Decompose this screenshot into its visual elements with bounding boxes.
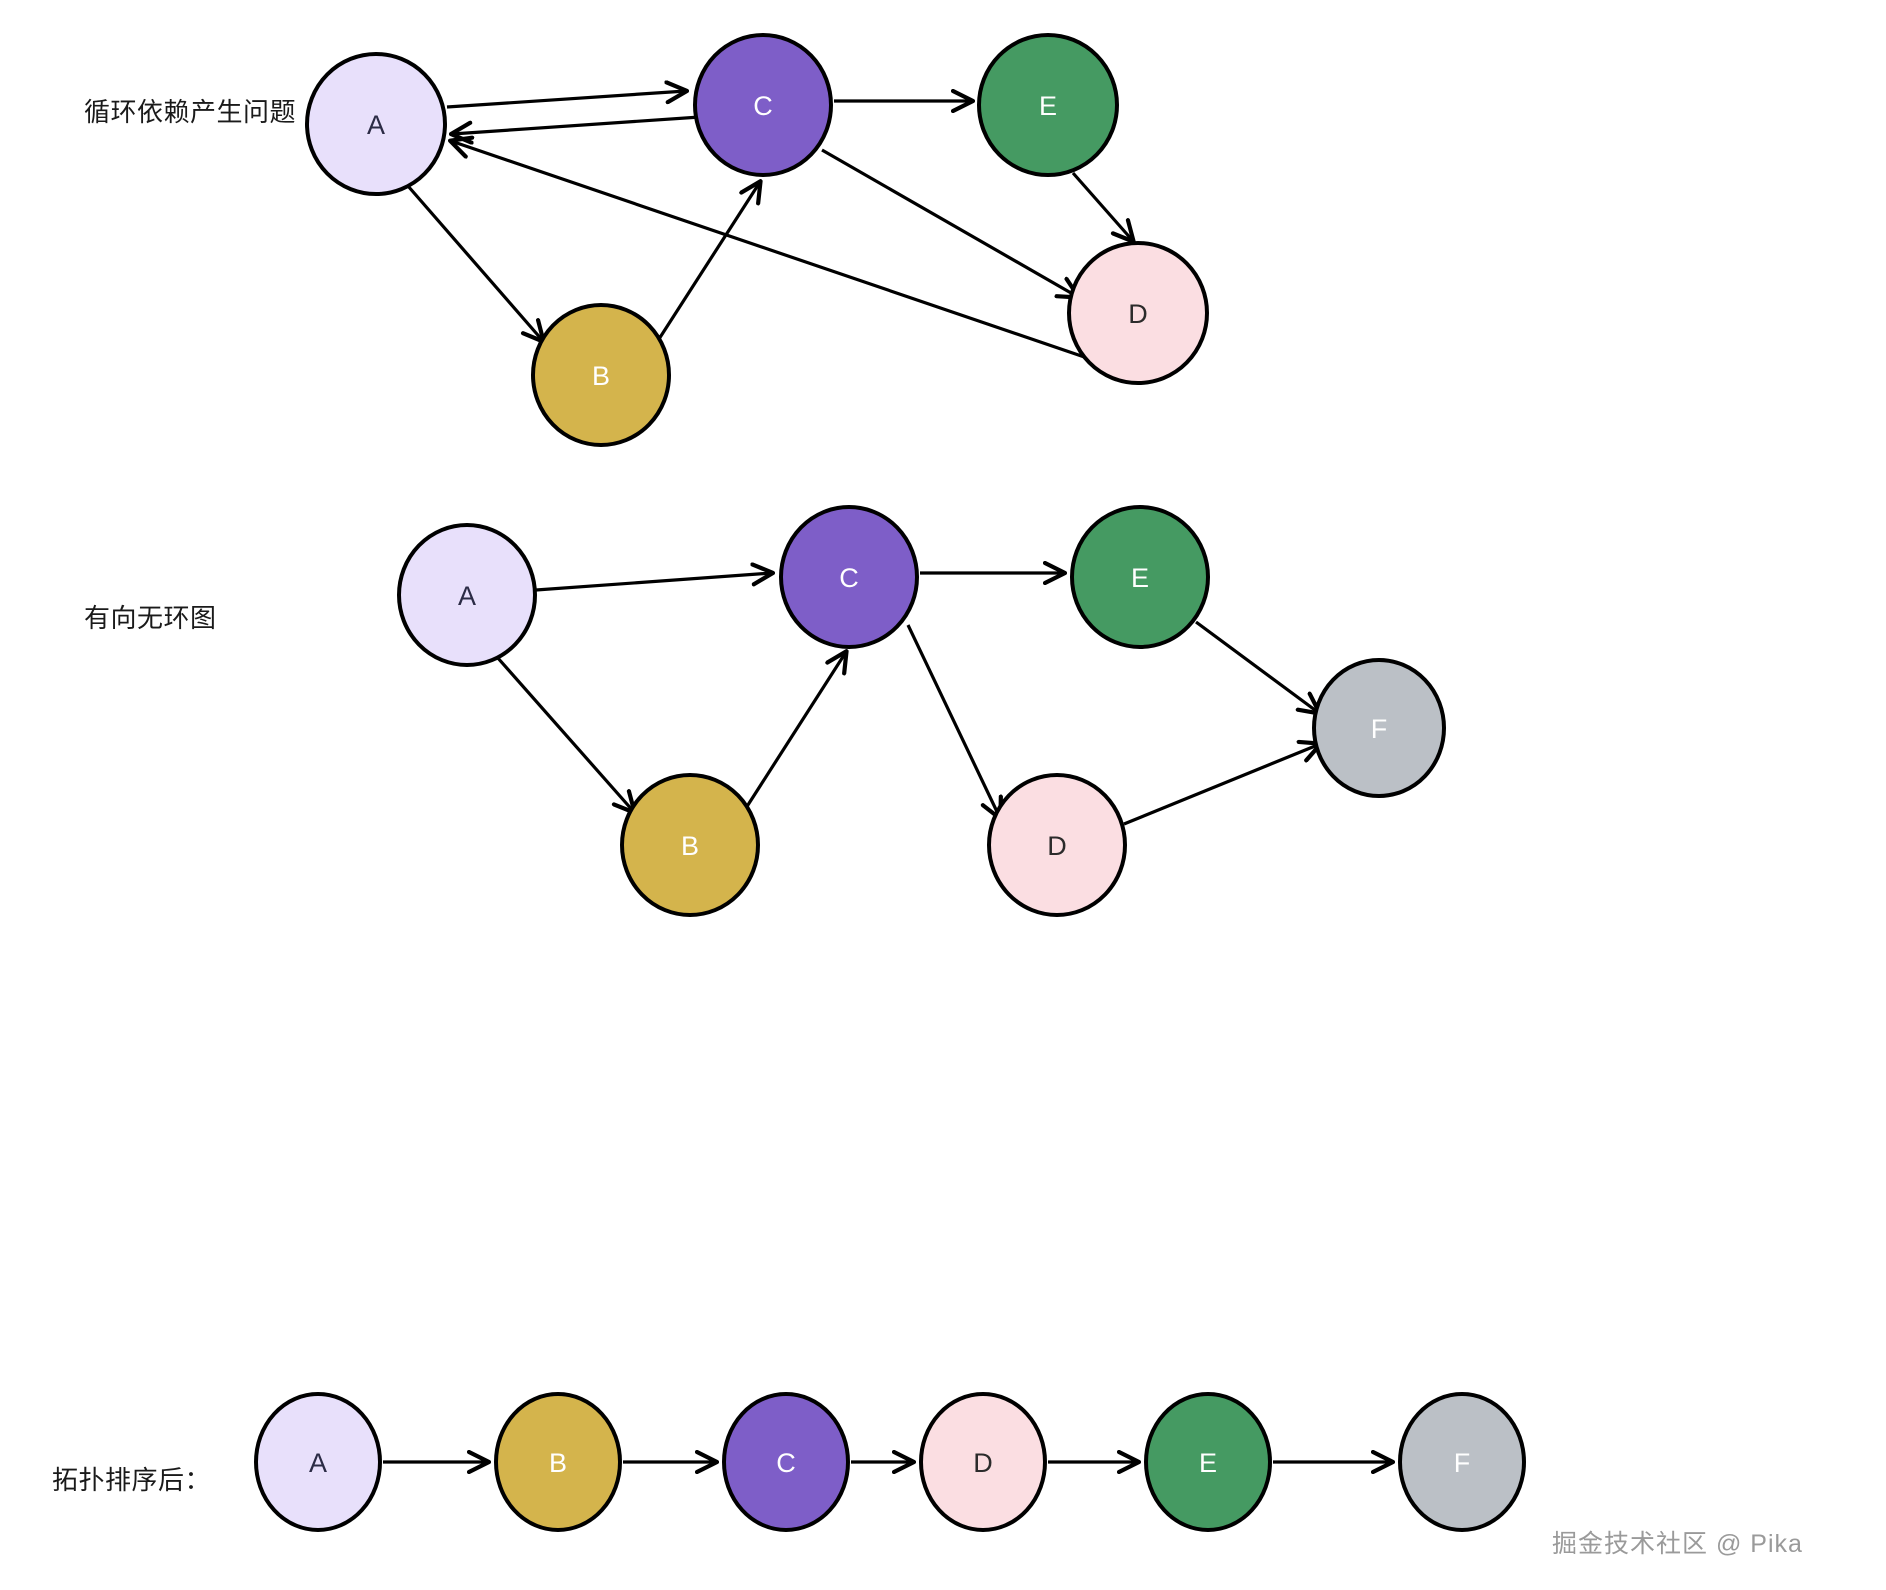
- node-label-A: A: [367, 110, 385, 140]
- watermark: 掘金技术社区 @ Pika: [1552, 1530, 1803, 1558]
- node-label-B: B: [549, 1448, 567, 1478]
- node-cyclic-C[interactable]: C: [693, 33, 833, 177]
- node-cyclic-E[interactable]: E: [977, 33, 1119, 177]
- node-circle-A[interactable]: [397, 523, 537, 667]
- edge-cyclic-C-to-A: [452, 115, 701, 134]
- node-group-dag: A C E B D F: [397, 505, 1446, 917]
- edge-dag-A-to-B: [495, 655, 634, 812]
- node-label-E: E: [1131, 563, 1149, 593]
- node-circle-A[interactable]: [305, 52, 447, 196]
- node-label-A: A: [309, 1448, 327, 1478]
- edge-group-dag: [495, 573, 1320, 826]
- node-label-B: B: [592, 361, 610, 391]
- node-sorted-E[interactable]: E: [1144, 1392, 1272, 1532]
- node-dag-A[interactable]: A: [397, 523, 537, 667]
- node-sorted-C[interactable]: C: [722, 1392, 850, 1532]
- node-dag-E[interactable]: E: [1070, 505, 1210, 649]
- node-label-A: A: [458, 581, 476, 611]
- node-group-cyclic: A C E B D: [305, 33, 1209, 447]
- node-circle-C[interactable]: [693, 33, 833, 177]
- node-circle-E[interactable]: [1144, 1392, 1272, 1532]
- node-circle-E[interactable]: [977, 33, 1119, 177]
- node-dag-C[interactable]: C: [779, 505, 919, 649]
- edge-cyclic-D-to-A: [451, 141, 1141, 378]
- node-label-E: E: [1199, 1448, 1217, 1478]
- node-cyclic-B[interactable]: B: [531, 303, 671, 447]
- node-circle-A[interactable]: [254, 1392, 382, 1532]
- node-sorted-B[interactable]: B: [494, 1392, 622, 1532]
- node-circle-C[interactable]: [722, 1392, 850, 1532]
- node-circle-D[interactable]: [987, 773, 1127, 917]
- section-label-dag: 有向无环图: [84, 603, 217, 633]
- edges-layer: [383, 91, 1392, 1462]
- edge-dag-D-to-F: [1123, 744, 1320, 826]
- node-label-D: D: [1047, 831, 1067, 861]
- node-circle-B[interactable]: [531, 303, 671, 447]
- nodes-layer: A C E B D A C E B D F A B C D E F: [254, 33, 1526, 1532]
- node-dag-B[interactable]: B: [620, 773, 760, 917]
- edge-cyclic-E-to-D: [1071, 171, 1133, 241]
- edge-cyclic-B-to-C: [657, 182, 760, 340]
- node-group-sorted: A B C D E F: [254, 1392, 1526, 1532]
- node-label-E: E: [1039, 91, 1057, 121]
- node-sorted-A[interactable]: A: [254, 1392, 382, 1532]
- node-dag-D[interactable]: D: [987, 773, 1127, 917]
- node-label-C: C: [753, 91, 773, 121]
- node-circle-F[interactable]: [1398, 1392, 1526, 1532]
- node-circle-D[interactable]: [919, 1392, 1047, 1532]
- node-label-F: F: [1371, 714, 1388, 744]
- node-circle-B[interactable]: [494, 1392, 622, 1532]
- edge-cyclic-A-to-B: [406, 184, 543, 341]
- section-label-cyclic: 循环依赖产生问题: [84, 97, 297, 127]
- edge-group-cyclic: [406, 91, 1141, 378]
- node-circle-C[interactable]: [779, 505, 919, 649]
- edge-cyclic-A-to-C: [446, 91, 686, 109]
- node-label-C: C: [776, 1448, 796, 1478]
- node-sorted-D[interactable]: D: [919, 1392, 1047, 1532]
- edge-dag-B-to-C: [744, 652, 846, 809]
- node-circle-E[interactable]: [1070, 505, 1210, 649]
- node-label-D: D: [973, 1448, 993, 1478]
- edge-dag-A-to-C: [535, 573, 772, 592]
- node-circle-F[interactable]: [1312, 658, 1446, 798]
- node-dag-F[interactable]: F: [1312, 658, 1446, 798]
- node-label-D: D: [1128, 299, 1148, 329]
- edge-cyclic-C-to-D: [821, 148, 1078, 297]
- edge-dag-E-to-F: [1195, 620, 1319, 713]
- node-circle-D[interactable]: [1067, 241, 1209, 385]
- node-label-F: F: [1454, 1448, 1471, 1478]
- node-circle-B[interactable]: [620, 773, 760, 917]
- node-cyclic-D[interactable]: D: [1067, 241, 1209, 385]
- node-cyclic-A[interactable]: A: [305, 52, 447, 196]
- section-label-sorted: 拓扑排序后：: [52, 1465, 212, 1495]
- edge-dag-C-to-D: [906, 624, 1000, 818]
- node-label-B: B: [681, 831, 699, 861]
- node-label-C: C: [839, 563, 859, 593]
- node-sorted-F[interactable]: F: [1398, 1392, 1526, 1532]
